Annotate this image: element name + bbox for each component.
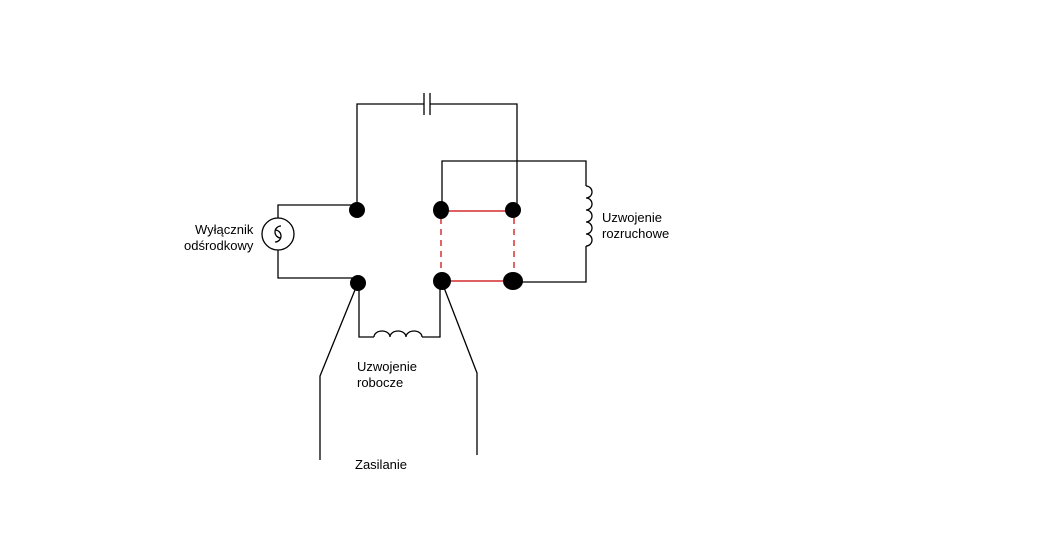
terminal-top-left [349, 202, 365, 218]
wire-switch-top [277, 204, 357, 218]
centrifugal-switch-label: Wyłącznik odśrodkowy [184, 222, 253, 254]
wire-start-winding-top [441, 160, 587, 210]
terminal-top-middle [433, 201, 449, 219]
wire-start-winding-bottom [513, 246, 587, 283]
wire-capacitor-right [430, 103, 518, 210]
supply-lead-right [442, 284, 478, 455]
run-winding-coil [373, 330, 423, 338]
terminal-bottom-right [503, 272, 523, 290]
switch-contact-left [274, 225, 282, 239]
start-winding-label-line1: Uzwojenie [602, 210, 662, 225]
wire-run-winding-right [422, 283, 441, 338]
supply-lead-left [319, 284, 358, 460]
switch-contact-right [274, 229, 282, 243]
start-winding-label-line2: rozruchowe [602, 226, 670, 241]
terminal-bottom-middle [433, 272, 451, 290]
terminal-top-right [505, 202, 521, 218]
run-winding-label-line1: Uzwojenie [357, 359, 417, 374]
run-winding-label: Uzwojenie robocze [357, 359, 417, 391]
centrifugal-switch-icon [261, 217, 295, 251]
wire-capacitor-left [356, 103, 424, 210]
terminal-bottom-left [350, 275, 366, 291]
start-winding-coil [585, 185, 593, 247]
start-winding-label: Uzwojenie rozruchowe [602, 210, 669, 242]
switch-label-line2: odśrodkowy [184, 238, 254, 253]
run-winding-label-line2: robocze [357, 375, 404, 390]
wire-run-winding-left [358, 283, 374, 338]
wire-switch-bottom [277, 250, 357, 279]
switch-label-line1: Wyłącznik [194, 222, 254, 237]
supply-label: Zasilanie [355, 457, 408, 472]
